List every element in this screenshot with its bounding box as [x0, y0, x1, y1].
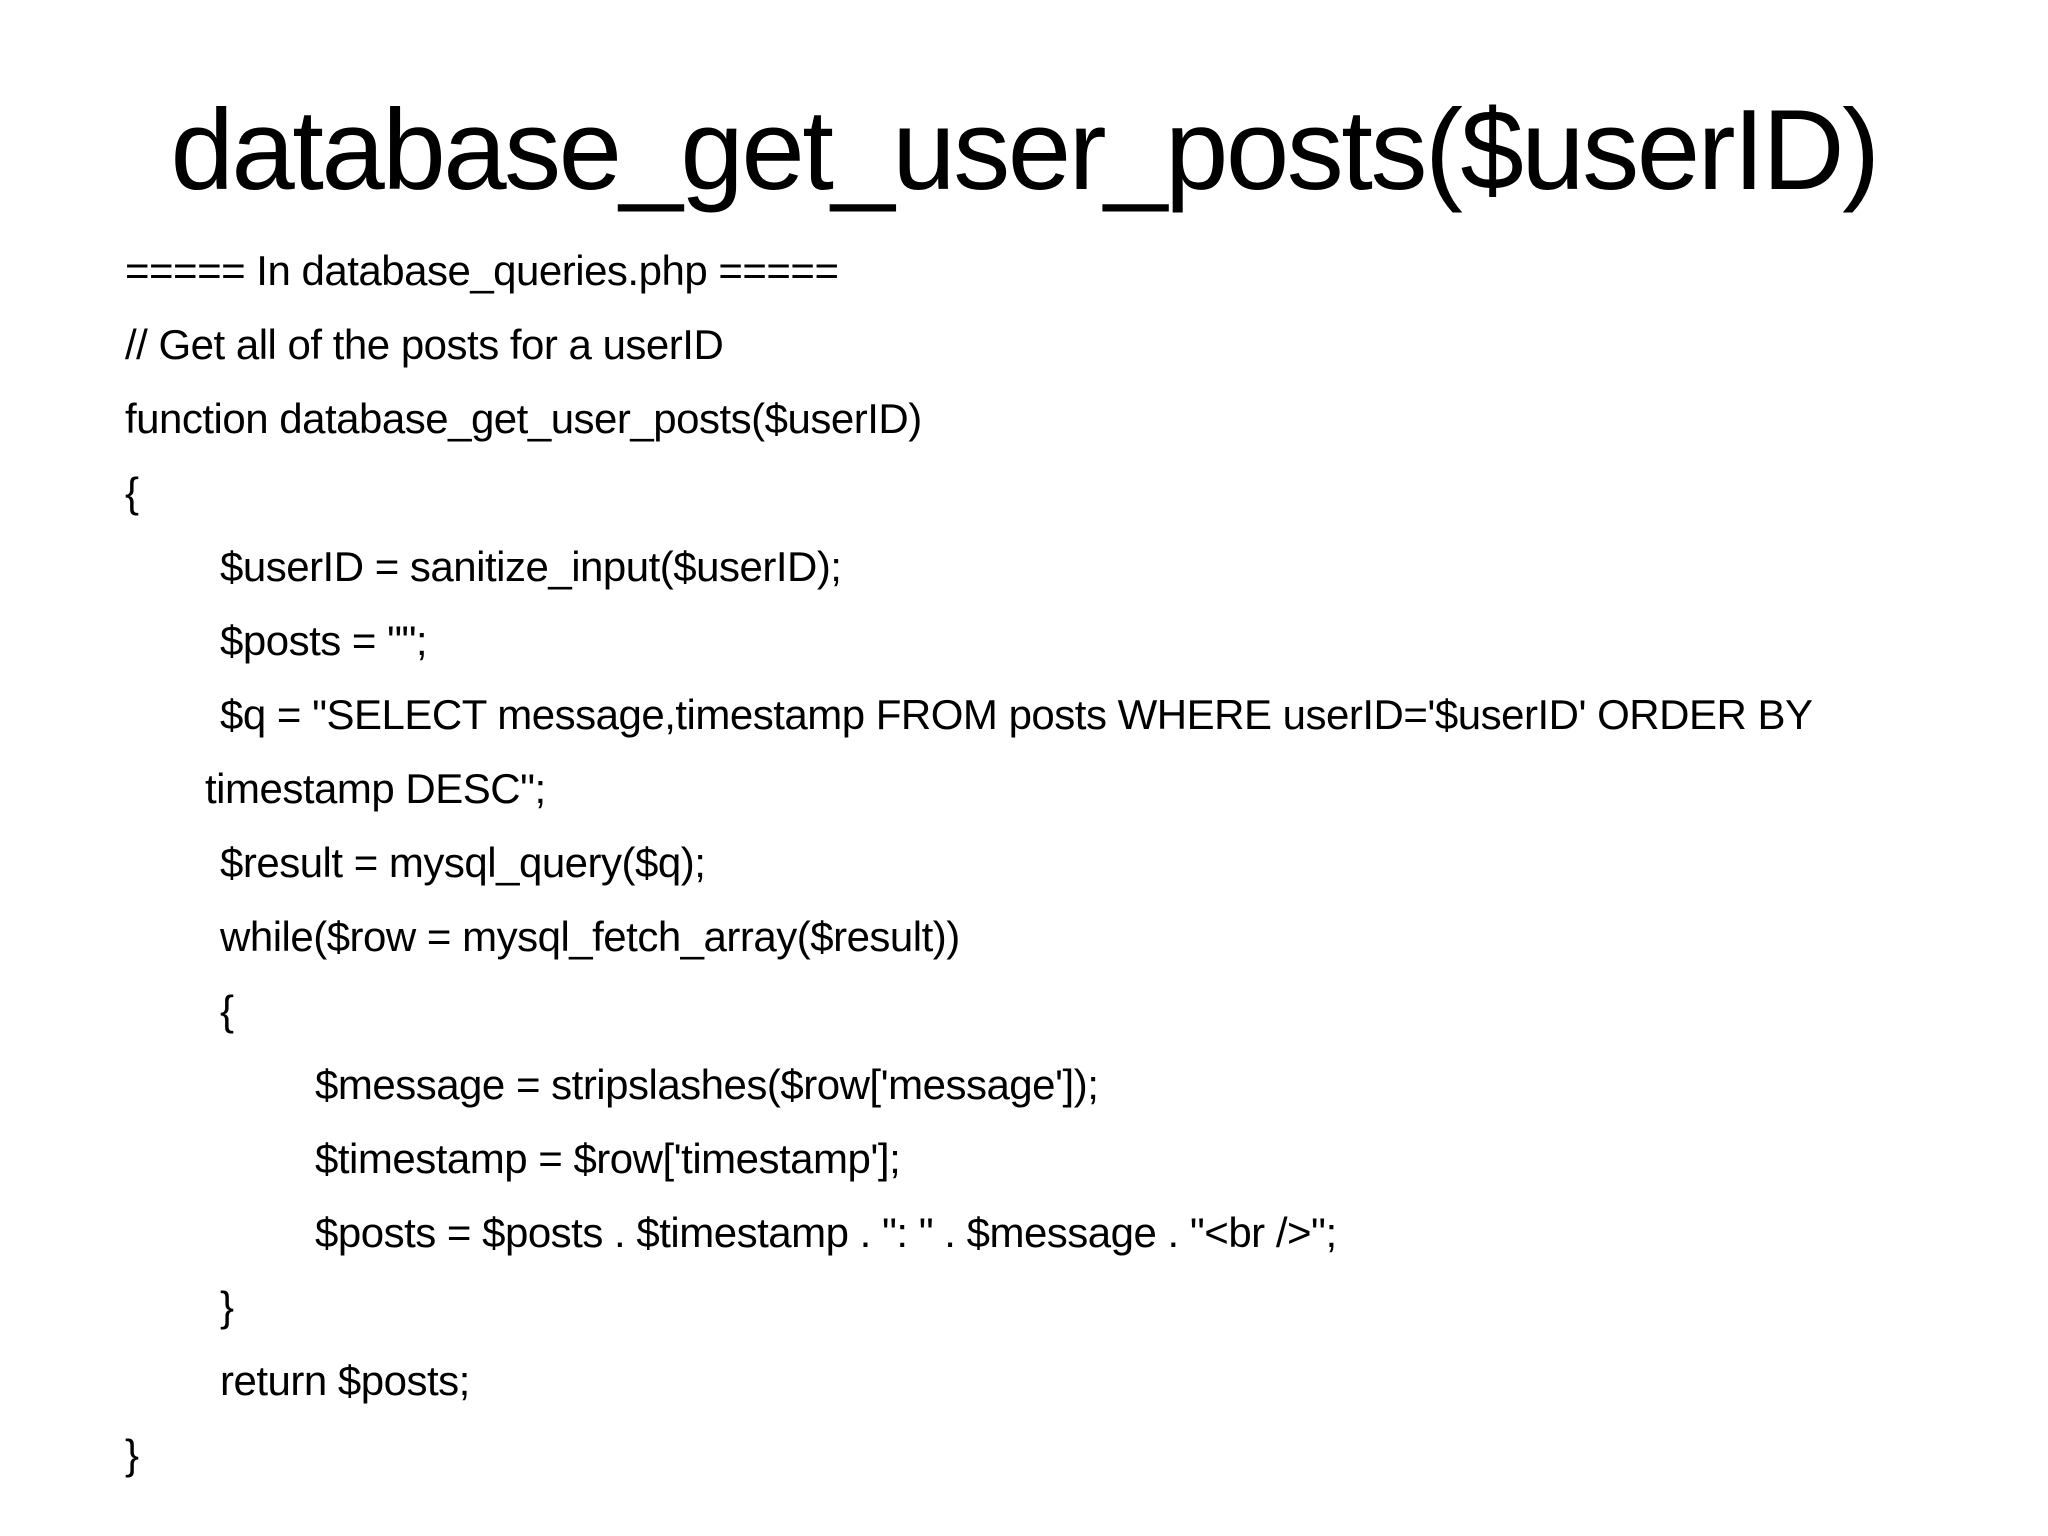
code-line: timestamp DESC";	[205, 765, 546, 813]
code-line: $message = stripslashes($row['message'])…	[315, 1061, 1099, 1109]
code-line: {	[125, 469, 139, 517]
code-line: {	[220, 987, 234, 1035]
code-line: function database_get_user_posts($userID…	[125, 395, 922, 443]
code-line: $q = "SELECT message,timestamp FROM post…	[220, 691, 1813, 739]
code-line: // Get all of the posts for a userID	[125, 321, 724, 369]
code-line: return $posts;	[220, 1357, 470, 1405]
code-line: while($row = mysql_fetch_array($result))	[220, 913, 960, 961]
code-line: $result = mysql_query($q);	[220, 839, 706, 887]
code-line: ===== In database_queries.php =====	[125, 247, 839, 295]
code-line: $userID = sanitize_input($userID);	[220, 543, 842, 591]
code-line: $posts = $posts . $timestamp . ": " . $m…	[315, 1209, 1337, 1257]
code-line: }	[125, 1431, 139, 1479]
code-line: $posts = "";	[220, 617, 428, 665]
code-line: }	[220, 1283, 234, 1331]
code-line: $timestamp = $row['timestamp'];	[315, 1135, 901, 1183]
slide-title: database_get_user_posts($userID)	[170, 87, 1880, 214]
code-block: ===== In database_queries.php ===== // Ge…	[0, 234, 2048, 1492]
